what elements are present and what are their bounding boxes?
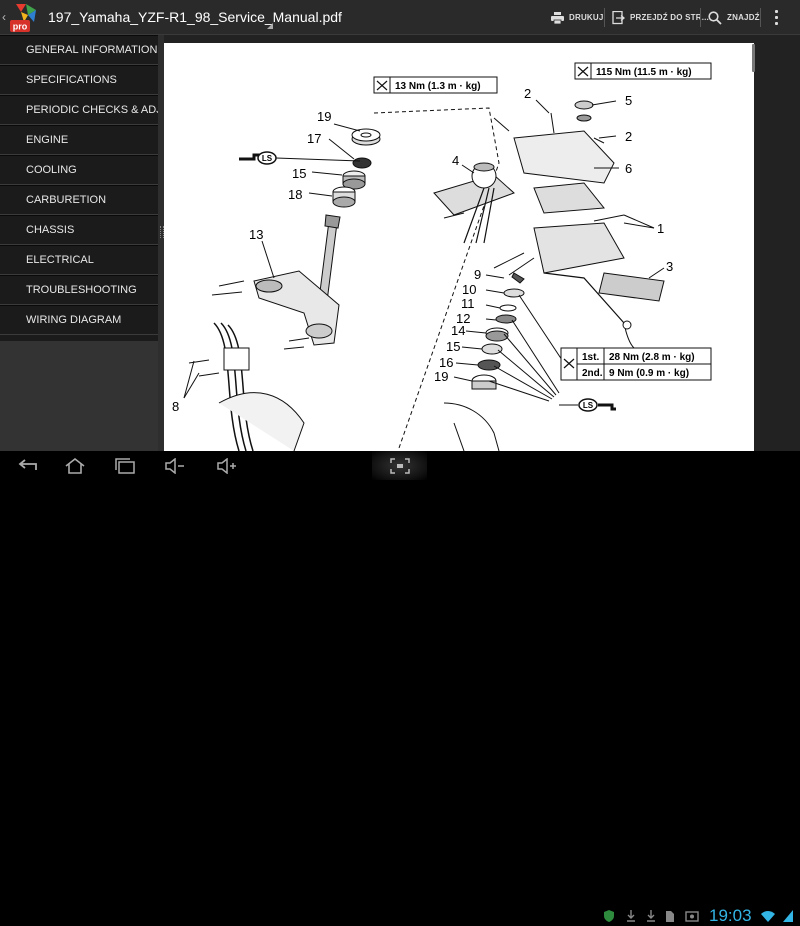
bookmark-engine[interactable]: ENGINE bbox=[0, 125, 158, 155]
toolbar-divider bbox=[604, 8, 605, 27]
home-icon bbox=[65, 457, 85, 474]
splitter-grip-icon[interactable] bbox=[160, 226, 164, 238]
screenshot-icon bbox=[389, 457, 410, 474]
goto-page-label: PRZEJDŹ DO STR... bbox=[630, 13, 709, 22]
find-button[interactable]: ZNAJDŹ bbox=[708, 0, 760, 35]
back-arrow-icon bbox=[18, 458, 37, 470]
print-label: DRUKUJ bbox=[569, 13, 604, 22]
callout-11: 11 bbox=[461, 296, 475, 311]
exploded-view-diagram: LS bbox=[172, 62, 712, 451]
overflow-menu-icon[interactable] bbox=[775, 10, 779, 28]
status-clock: 19:03 bbox=[709, 906, 752, 925]
torque-second-value: 9 Nm (0.9 m · kg) bbox=[609, 368, 689, 379]
torque-spec-top-right: 115 Nm (11.5 m · kg) bbox=[596, 67, 692, 78]
storage-icon bbox=[666, 911, 674, 922]
wifi-icon bbox=[761, 911, 775, 922]
document-title[interactable]: 197_Yamaha_YZF-R1_98_Service_Manual.pdf bbox=[48, 9, 342, 25]
download-icon bbox=[647, 910, 655, 922]
app-logo-icon[interactable]: pro bbox=[8, 2, 40, 33]
home-button[interactable] bbox=[60, 451, 90, 480]
bookmark-sidebar: GENERAL INFORMATION SPECIFICATIONS PERIO… bbox=[0, 35, 158, 451]
callout-2-right: 2 bbox=[625, 129, 632, 144]
callout-19-top: 19 bbox=[317, 109, 331, 124]
find-label: ZNAJDŹ bbox=[727, 13, 760, 22]
bookmark-electrical[interactable]: ELECTRICAL bbox=[0, 245, 158, 275]
callout-9: 9 bbox=[474, 267, 481, 282]
volume-up-button[interactable] bbox=[212, 451, 242, 480]
back-button[interactable] bbox=[12, 451, 42, 480]
callout-5: 5 bbox=[625, 93, 632, 108]
callout-18: 18 bbox=[288, 187, 302, 202]
goto-page-button[interactable]: PRZEJDŹ DO STR... bbox=[612, 0, 709, 35]
callout-2-top: 2 bbox=[524, 86, 531, 101]
screenshot-notification-icon bbox=[685, 911, 699, 922]
callout-12: 12 bbox=[456, 311, 470, 326]
torque-spec-top-left: 13 Nm (1.3 m · kg) bbox=[395, 81, 481, 92]
callout-6: 6 bbox=[625, 161, 632, 176]
volume-down-button[interactable] bbox=[160, 451, 190, 480]
printer-icon bbox=[551, 11, 564, 24]
ls-label-left: LS bbox=[262, 154, 273, 163]
goto-page-icon bbox=[612, 10, 625, 25]
torque-first-label: 1st. bbox=[582, 352, 599, 363]
document-view[interactable]: LS bbox=[164, 35, 800, 451]
signal-icon bbox=[783, 910, 793, 922]
title-dropdown-indicator-icon bbox=[267, 23, 273, 29]
recent-apps-icon bbox=[115, 457, 135, 474]
bookmark-troubleshooting[interactable]: TROUBLESHOOTING bbox=[0, 275, 158, 305]
search-icon bbox=[708, 10, 722, 25]
vertical-scrollbar[interactable] bbox=[752, 44, 755, 72]
back-chevron-icon[interactable]: ‹ bbox=[2, 10, 6, 24]
torque-second-label: 2nd. bbox=[582, 368, 603, 379]
callout-15-right: 15 bbox=[446, 339, 460, 354]
callout-16: 16 bbox=[439, 355, 453, 370]
callout-13: 13 bbox=[249, 227, 263, 242]
callout-19-bottom: 19 bbox=[434, 369, 448, 384]
ls-label-right: LS bbox=[583, 401, 594, 410]
sidebar-splitter[interactable] bbox=[158, 35, 164, 451]
action-bar: ‹ pro 197_Yamaha_YZF-R1_98_Service_Manua… bbox=[0, 0, 800, 35]
screenshot-button[interactable] bbox=[372, 451, 427, 480]
bookmark-cooling[interactable]: COOLING bbox=[0, 155, 158, 185]
recent-apps-button[interactable] bbox=[110, 451, 140, 480]
callout-17: 17 bbox=[307, 131, 321, 146]
system-navigation-bar: 19:03 bbox=[0, 451, 800, 925]
bookmark-carburetion[interactable]: CARBURETION bbox=[0, 185, 158, 215]
callout-14: 14 bbox=[451, 323, 465, 338]
pdf-page[interactable]: LS bbox=[164, 43, 754, 451]
callout-4: 4 bbox=[452, 153, 459, 168]
bookmark-chassis[interactable]: CHASSIS bbox=[0, 215, 158, 245]
download-icon bbox=[627, 910, 635, 922]
bookmark-general-information[interactable]: GENERAL INFORMATION bbox=[0, 35, 158, 65]
sidebar-empty-area bbox=[0, 341, 158, 451]
print-button[interactable]: DRUKUJ bbox=[551, 0, 604, 35]
callout-1: 1 bbox=[657, 221, 664, 236]
app-logo-text: pro bbox=[13, 22, 28, 32]
callout-3: 3 bbox=[666, 259, 673, 274]
bookmark-periodic-checks[interactable]: PERIODIC CHECKS & ADJUST bbox=[0, 95, 158, 125]
callout-10: 10 bbox=[462, 282, 476, 297]
shield-icon bbox=[604, 910, 614, 922]
volume-down-icon bbox=[165, 457, 184, 474]
volume-up-icon bbox=[217, 457, 236, 474]
torque-first-value: 28 Nm (2.8 m · kg) bbox=[609, 352, 695, 363]
callout-15-left: 15 bbox=[292, 166, 306, 181]
bookmark-wiring-diagram[interactable]: WIRING DIAGRAM bbox=[0, 305, 158, 335]
callout-8: 8 bbox=[172, 399, 179, 414]
toolbar-divider bbox=[760, 8, 761, 27]
bookmark-specifications[interactable]: SPECIFICATIONS bbox=[0, 65, 158, 95]
toolbar-divider bbox=[700, 8, 701, 27]
